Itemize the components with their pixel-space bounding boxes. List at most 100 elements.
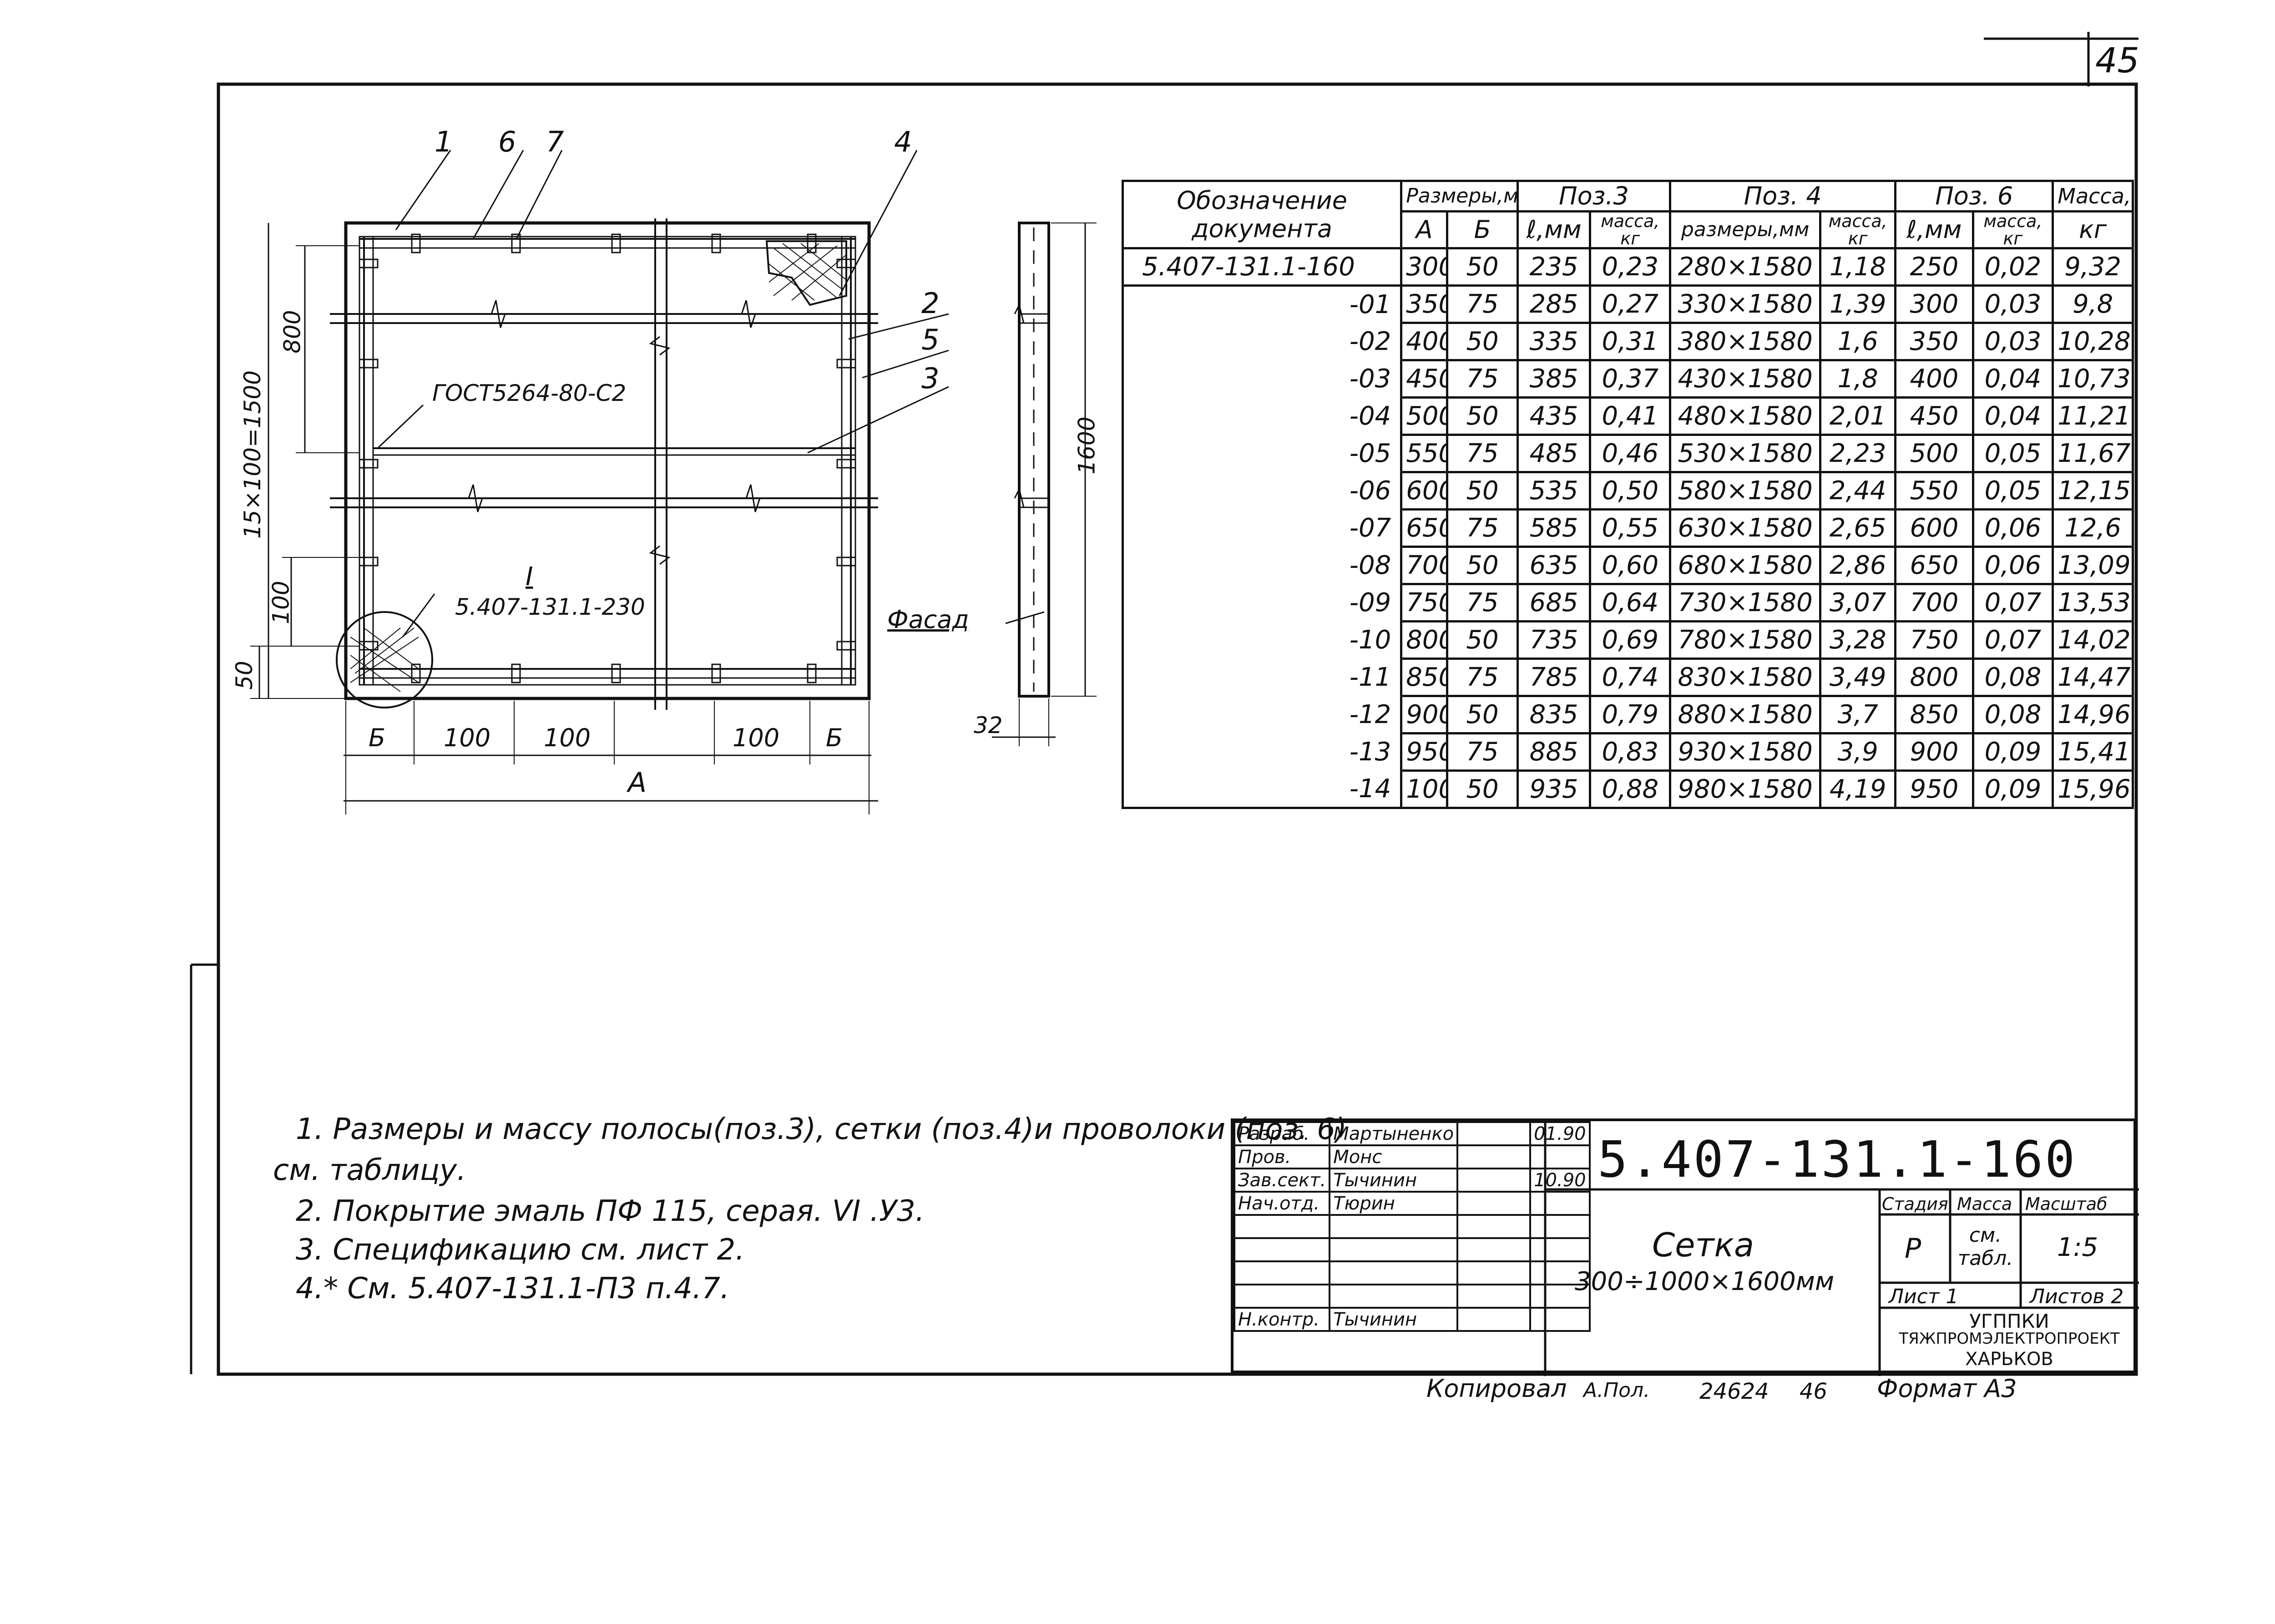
cell-size4: 330×1580 <box>1669 284 1822 324</box>
cell-doc: -11 <box>1121 658 1403 696</box>
staff-sig <box>1456 1237 1532 1262</box>
note-1: 1. Размеры и массу полосы(поз.3), сетки … <box>296 1113 1347 1146</box>
staff-sig <box>1456 1121 1532 1146</box>
cell-l3: 235 <box>1516 247 1592 287</box>
scale-value: 1:5 <box>2057 1233 2098 1262</box>
staff-name: Тюрин <box>1329 1191 1459 1216</box>
cell-mass: 12,15 <box>2052 471 2134 511</box>
cell-size4: 780×1580 <box>1669 620 1822 660</box>
cell-m4: 2,65 <box>1819 508 1897 548</box>
cell-m3: 0,83 <box>1589 732 1672 772</box>
cell-m4: 3,28 <box>1819 620 1897 660</box>
cell-l6: 450 <box>1894 396 1974 436</box>
cell-A: 450 <box>1400 359 1449 399</box>
cell-m3: 0,64 <box>1589 583 1672 622</box>
cell-B: 75 <box>1446 732 1519 772</box>
staff-date <box>1529 1307 1591 1332</box>
cell-B: 50 <box>1446 322 1519 361</box>
cell-m4: 1,6 <box>1819 322 1897 361</box>
cell-l6: 800 <box>1894 658 1974 697</box>
cell-l6: 300 <box>1894 284 1974 324</box>
cell-B: 50 <box>1446 620 1519 660</box>
cell-size4: 530×1580 <box>1669 434 1822 473</box>
staff-role <box>1233 1260 1331 1285</box>
dim-50: 50 <box>231 661 258 690</box>
cell-mass: 14,02 <box>2052 620 2134 660</box>
cell-mass: 13,09 <box>2052 546 2134 585</box>
staff-sig <box>1456 1191 1532 1216</box>
cell-l3: 435 <box>1516 396 1592 436</box>
header-a: А <box>1400 210 1449 249</box>
cell-m4: 3,9 <box>1819 732 1897 772</box>
spec-table: Обозначение документа Размеры,мм Поз.3 П… <box>1121 180 2134 809</box>
cell-A: 850 <box>1400 658 1449 697</box>
staff-role <box>1233 1214 1331 1239</box>
cell-mass: 14,47 <box>2052 658 2134 697</box>
cell-m6: 0,04 <box>1972 396 2054 436</box>
drawing-title: Сетка <box>1652 1226 1754 1264</box>
callout-3: 3 <box>921 362 940 395</box>
cell-l6: 600 <box>1894 508 1974 548</box>
dim-15x100: 15×100=1500 <box>239 370 266 539</box>
table-row: 5.407-131.1-160300502350,23280×15801,182… <box>1121 247 2134 287</box>
cell-m6: 0,04 <box>1972 359 2054 399</box>
cell-size4: 580×1580 <box>1669 471 1822 511</box>
header-designation: Обозначение документа <box>1121 180 1403 249</box>
cell-m6: 0,09 <box>1972 732 2054 772</box>
dim-800: 800 <box>279 310 306 354</box>
cell-A: 800 <box>1400 620 1449 660</box>
cell-doc: -12 <box>1121 696 1403 734</box>
cell-m6: 0,07 <box>1972 583 2054 622</box>
staff-sig <box>1456 1214 1532 1239</box>
cell-doc: -13 <box>1121 733 1403 771</box>
staff-row: Н.контр.Тычинин <box>1233 1307 1591 1332</box>
header-kg: кг <box>2052 210 2134 249</box>
dim-32: 32 <box>974 712 1003 739</box>
dim-b-right: Б <box>826 723 843 752</box>
cell-m6: 0,06 <box>1972 546 2054 585</box>
cell-m6: 0,03 <box>1972 322 2054 361</box>
detail-reference: 5.407-131.1-230 <box>455 594 645 620</box>
cell-doc: -07 <box>1121 509 1403 547</box>
cell-A: 950 <box>1400 732 1449 772</box>
callout-1: 1 <box>435 125 453 158</box>
cell-m3: 0,79 <box>1589 695 1672 734</box>
cell-B: 50 <box>1446 396 1519 436</box>
cell-m4: 2,86 <box>1819 546 1897 585</box>
note-2: 2. Покрытие эмаль ПФ 115, серая. VI .У3. <box>296 1194 925 1228</box>
cell-m3: 0,88 <box>1589 769 1672 809</box>
cell-doc: -09 <box>1121 584 1403 622</box>
scale-label: Масштаб <box>2025 1194 2108 1214</box>
callout-2: 2 <box>921 287 940 320</box>
staff-name: Мартыненко <box>1329 1121 1459 1146</box>
staff-row <box>1233 1260 1591 1285</box>
header-sizes: Размеры,мм <box>1400 180 1519 212</box>
cell-size4: 830×1580 <box>1669 658 1822 697</box>
staff-sig <box>1456 1260 1532 1285</box>
cell-mass: 15,96 <box>2052 769 2134 809</box>
staff-date <box>1529 1191 1591 1216</box>
cell-l3: 785 <box>1516 658 1592 697</box>
cell-l3: 885 <box>1516 732 1592 772</box>
cell-m6: 0,08 <box>1972 658 2054 697</box>
cell-m6: 0,09 <box>1972 769 2054 809</box>
cell-size4: 430×1580 <box>1669 359 1822 399</box>
staff-sig <box>1456 1307 1532 1332</box>
staff-date <box>1529 1237 1591 1262</box>
staff-date <box>1529 1284 1591 1309</box>
cell-B: 50 <box>1446 546 1519 585</box>
staff-name: Тычинин <box>1329 1168 1459 1193</box>
copy-sheet: 46 <box>1800 1379 1828 1404</box>
header-b: Б <box>1446 210 1519 249</box>
staff-name <box>1329 1260 1459 1285</box>
cell-B: 50 <box>1446 471 1519 511</box>
cell-size4: 880×1580 <box>1669 695 1822 734</box>
cell-size4: 980×1580 <box>1669 769 1822 809</box>
facade-label: Фасад <box>887 605 969 634</box>
